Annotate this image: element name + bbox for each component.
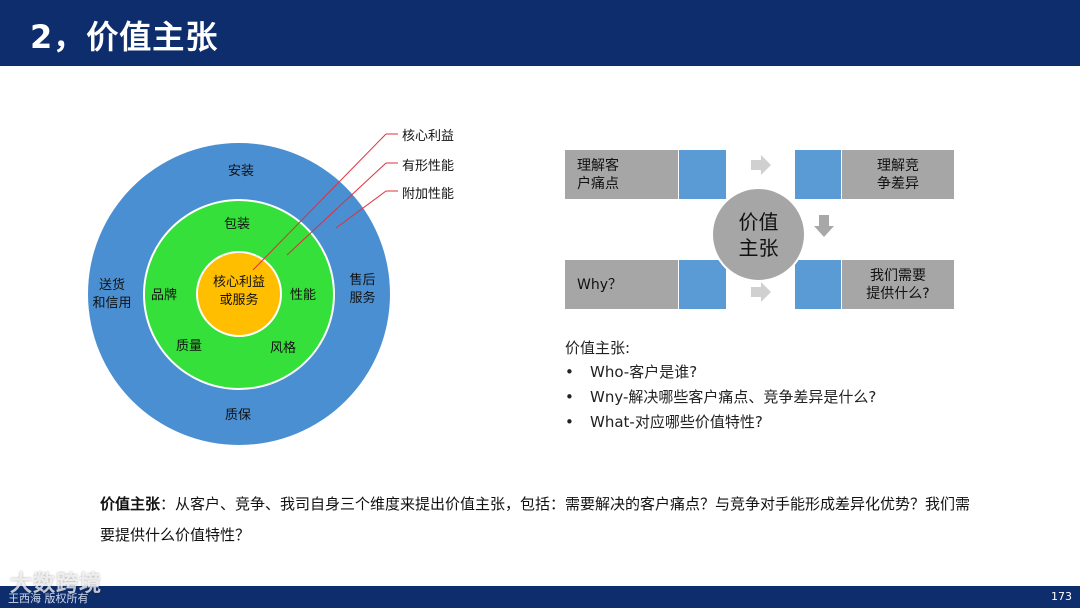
bullet-why: Wny-解决哪些客户痛点、竞争差异是什么? <box>590 388 877 406</box>
page-number: 173 <box>1051 590 1072 603</box>
arrow-right-top-icon <box>751 155 771 175</box>
box-provide-accent <box>795 260 841 309</box>
box-competition: 理解竞 争差异 <box>842 150 954 199</box>
middle-label-bottom-right: 风格 <box>270 341 297 356</box>
footer-bar: 王西海 版权所有 173 <box>0 586 1080 608</box>
arrow-down-icon <box>814 215 834 237</box>
list-item: •What-对应哪些价值特性? <box>565 413 763 431</box>
callout-core-benefit: 核心利益 <box>402 129 455 144</box>
middle-label-left: 品牌 <box>151 288 178 303</box>
box-why-accent <box>679 260 726 309</box>
middle-label-top: 包装 <box>224 217 251 232</box>
callout-augmented: 附加性能 <box>402 187 455 202</box>
callout-tangible: 有形性能 <box>402 159 455 174</box>
value-prop-title: 价值主张: <box>565 339 631 357</box>
value-proposition-circle: 价值 主张 <box>711 187 806 282</box>
bullet-who: Who-客户是谁? <box>590 363 698 381</box>
header-bar: 2，价值主张 <box>0 0 1080 66</box>
core-circle <box>196 251 282 337</box>
page-title: 2，价值主张 <box>30 18 219 56</box>
outer-label-right: 售后 服务 <box>349 273 376 306</box>
outer-label-top: 安装 <box>228 164 255 179</box>
box-customer-pain-accent <box>679 150 726 199</box>
core-label: 核心利益 或服务 <box>212 275 265 308</box>
summary-text: ：从客户、竞争、我司自身三个维度来提出价值主张，包括：需要解决的客户痛点？与竞争… <box>100 495 971 544</box>
footer-author: 王西海 版权所有 <box>8 592 89 605</box>
middle-label-bottom-left: 质量 <box>176 339 203 354</box>
value-prop-list: •Who-客户是谁? •Wny-解决哪些客户痛点、竞争差异是什么? •What-… <box>565 360 876 435</box>
summary-paragraph: 价值主张：从客户、竞争、我司自身三个维度来提出价值主张，包括：需要解决的客户痛点… <box>100 489 980 551</box>
watermark: 大数跨境 <box>10 572 103 597</box>
bullet-what: What-对应哪些价值特性? <box>590 413 763 431</box>
box-provide: 我们需要 提供什么? <box>842 260 954 309</box>
box-customer-pain: 理解客 户痛点 <box>565 150 678 199</box>
summary-bold: 价值主张 <box>100 495 161 513</box>
list-item: •Wny-解决哪些客户痛点、竞争差异是什么? <box>565 388 877 406</box>
box-why: Why？ <box>565 260 678 309</box>
list-item: •Who-客户是谁? <box>565 363 698 381</box>
outer-label-bottom: 质保 <box>225 408 252 423</box>
middle-ring <box>143 199 335 390</box>
arrow-right-bottom-icon <box>751 282 771 302</box>
outer-label-left: 送货 和信用 <box>92 278 132 311</box>
middle-label-right: 性能 <box>290 288 317 303</box>
box-competition-accent <box>795 150 841 199</box>
